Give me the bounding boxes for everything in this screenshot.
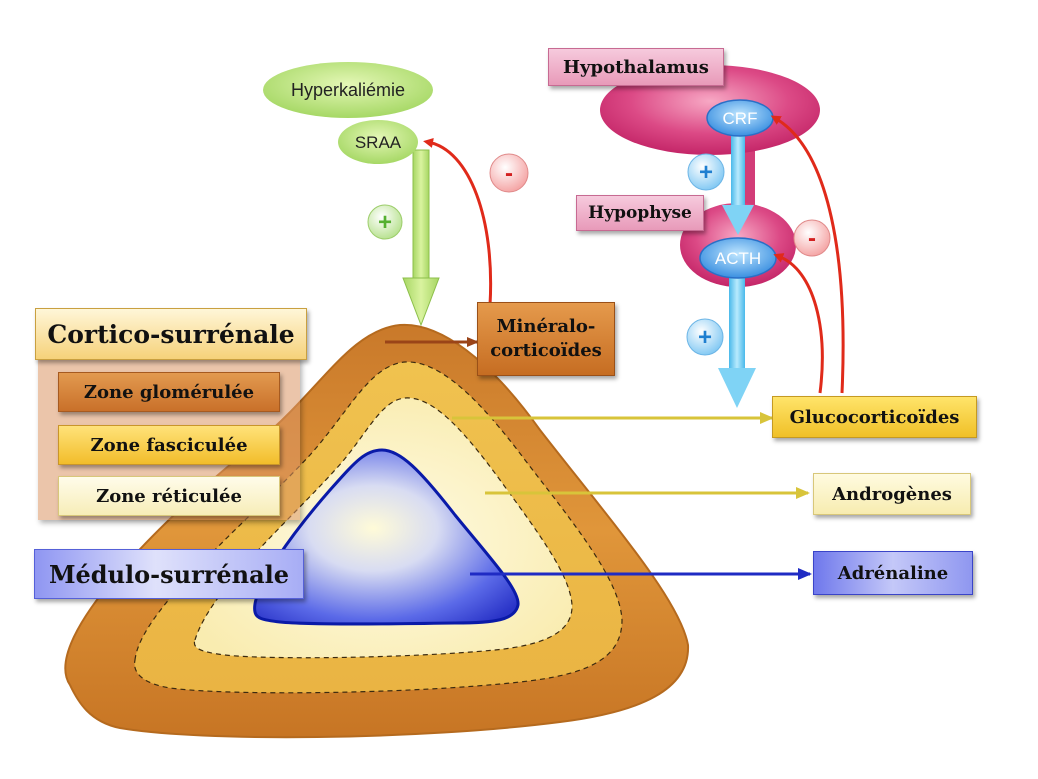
hypothalamus-label: Hypothalamus	[548, 48, 724, 86]
hypophyse-label: Hypophyse	[576, 195, 704, 231]
mineralo-minus-circle	[489, 153, 529, 193]
crf-arrow-head	[722, 205, 754, 235]
gluco-crf-feedback-arrow	[770, 115, 845, 394]
mineralo-line-2: corticoïdes	[490, 340, 602, 361]
acth-arrow-head	[718, 368, 756, 408]
sraa-stimulation-arrow-shaft	[412, 149, 430, 281]
mineralo-feedback-arrow	[423, 138, 493, 306]
glucocorticoides-label: Glucocorticoïdes	[772, 396, 977, 438]
mineralo-line-1: Minéralo-	[496, 315, 596, 337]
zone-fasciculee-label: Zone fasciculée	[58, 425, 280, 465]
sraa-stimulation-arrow-head	[402, 277, 440, 327]
crf-plus-sign: +	[699, 159, 713, 186]
mineralo-minus-sign: -	[505, 160, 513, 187]
sraa-plus-sign: +	[378, 209, 392, 236]
medulla-layer	[253, 448, 520, 626]
zone-glomerulee-label: Zone glomérulée	[58, 372, 280, 412]
cortico-surrenale-label: Cortico-surrénale	[35, 308, 307, 360]
acth-minus-sign: -	[808, 225, 816, 252]
adrenaline-label: Adrénaline	[813, 551, 973, 595]
crf-label: CRF	[723, 109, 758, 128]
crf-plus-circle	[687, 153, 725, 191]
acth-minus-circle	[793, 219, 831, 257]
acth-plus-circle	[686, 318, 724, 356]
crf-arrow-shaft	[731, 132, 745, 212]
sraa-oval	[338, 120, 418, 164]
acth-label: ACTH	[715, 249, 761, 268]
acth-plus-sign: +	[698, 324, 712, 351]
mineralocorticoides-label: Minéralo- corticoïdes	[477, 302, 615, 376]
hyperkaliemie-label: Hyperkaliémie	[291, 80, 405, 100]
sraa-label: SRAA	[355, 133, 402, 152]
acth-arrow-shaft	[729, 276, 745, 371]
gluco-acth-feedback-arrow	[773, 253, 824, 394]
zone-reticulee-label: Zone réticulée	[58, 476, 280, 516]
hyperkaliemie-oval	[263, 62, 433, 118]
medulo-surrenale-label: Médulo-surrénale	[34, 549, 304, 599]
androgenes-label: Androgènes	[813, 473, 971, 515]
sraa-plus-circle	[367, 204, 403, 240]
